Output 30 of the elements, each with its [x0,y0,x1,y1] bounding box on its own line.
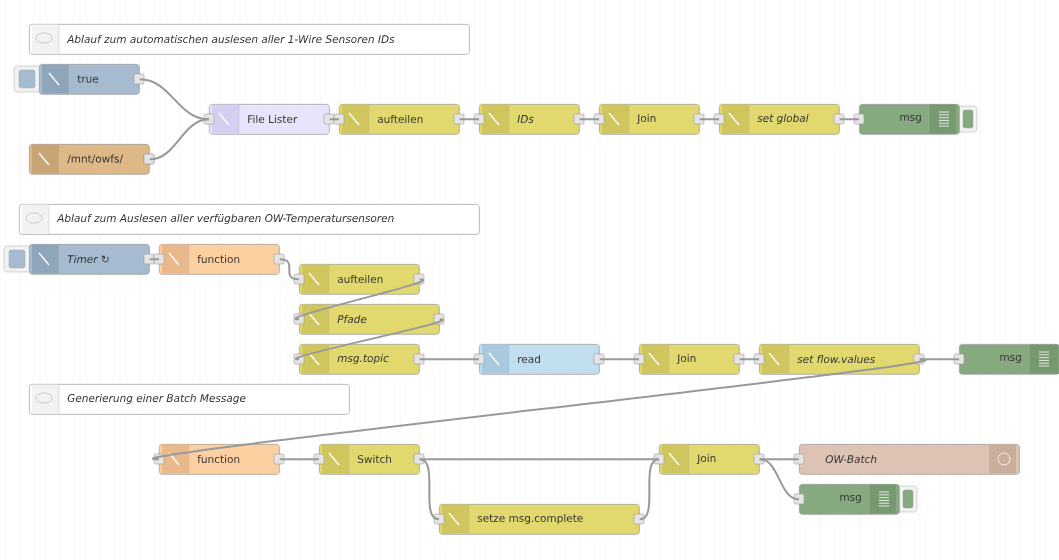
wire [294,278,425,321]
flow-node: msg [853,104,978,135]
flow-node: /mnt/owfs/ [29,144,155,175]
flow-node: msg [793,484,918,515]
wire [698,118,720,121]
flow-node: aufteilen [333,104,465,135]
flow-node: aufteilen [293,264,425,295]
flow-node: File Lister [203,104,335,135]
flow-node: true [13,64,145,95]
wire [638,458,660,521]
flow-node: Pfade [293,304,445,335]
wire [418,458,440,521]
flow-node: IDs [473,104,585,135]
flow-node: Timer ↻ [3,244,155,275]
wire [328,118,340,121]
wire [148,118,210,161]
wire [838,118,860,121]
wire [578,118,600,121]
comment-box: Ablauf zum automatischen auslesen aller 1-Wire Sensoren IDs [29,24,470,55]
flow-node: set global [713,104,845,135]
wire [148,258,160,261]
wire [295,318,444,361]
flow-node: msg [953,344,1059,375]
flow-node: Join [593,104,705,135]
wire [758,458,800,501]
wire [138,78,210,121]
flow-node: function [153,244,285,275]
comment-box: Ablauf zum Auslesen aller verfügbaren OW-Temperatursensoren [19,204,480,235]
flow-node: setze msg.complete [433,504,645,535]
wire [458,118,480,121]
